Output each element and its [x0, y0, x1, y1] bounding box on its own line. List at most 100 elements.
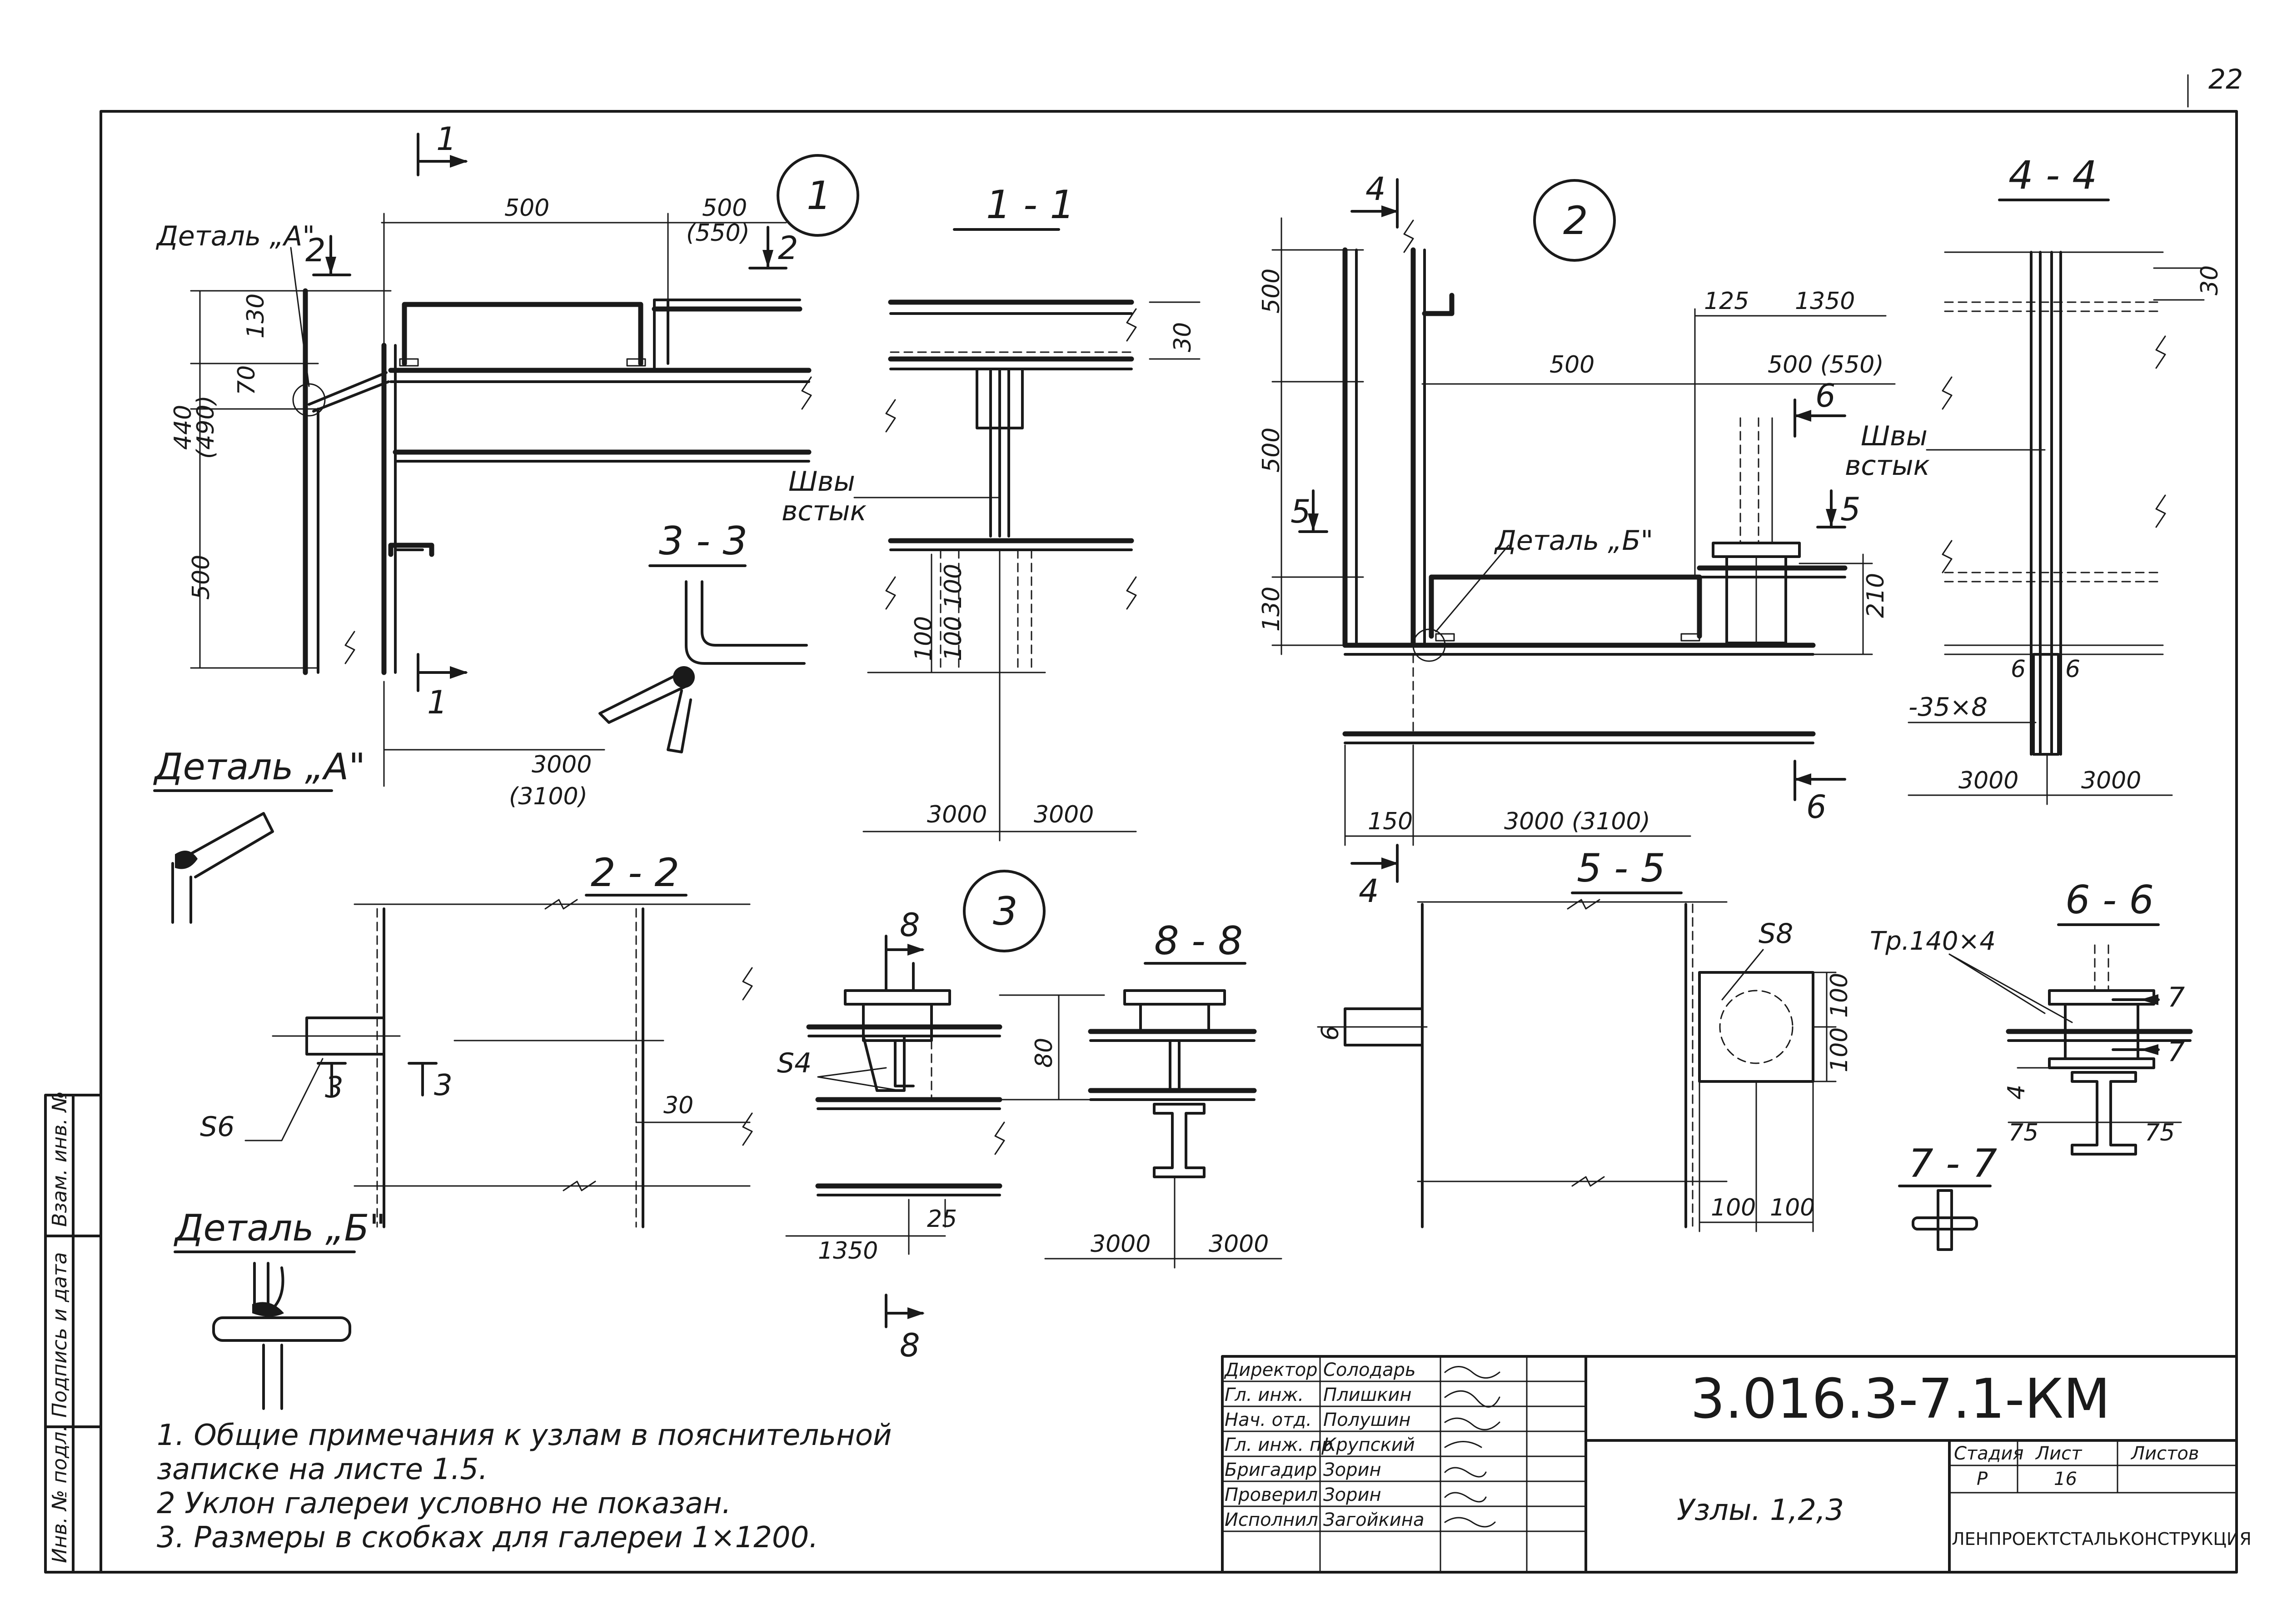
cut-marker-1-bottom: 1 [427, 684, 448, 721]
s44-dim-6-left: 6 [2011, 656, 2026, 683]
tb-stage-header: Стадия [1954, 1443, 2023, 1464]
s11-welds-2: встык [782, 495, 867, 527]
s22-label-s6: S6 [200, 1111, 234, 1143]
detail-a-title: Деталь „А" [153, 746, 365, 788]
node1-dim-500b: 500 [702, 194, 747, 222]
side-stamp: Взам. инв. № Подпись и дата Инв. № подл. [44, 1091, 102, 1574]
s55-dim-100-bottom: 100 [1826, 1027, 1853, 1072]
note-2: 2 Уклон галереи условно не показан. [157, 1487, 731, 1520]
note-3: 3. Размеры в скобках для галереи 1×1200. [157, 1521, 818, 1554]
tb-doc-code: 3.016.3-7.1-КМ [1690, 1368, 2110, 1431]
cut-marker-4-top: 4 [1365, 170, 1386, 208]
section-6-6: 6 - 6 Тр.140×4 7 7 4 75 75 [1870, 877, 2193, 1156]
cut-marker-6-top: 6 [1815, 377, 1836, 414]
section-8-8: 8 - 8 3000 3000 [1044, 918, 1282, 1269]
detail-a-view: Деталь „А" [153, 746, 365, 924]
node2-detail-b-label: Деталь „Б" [1494, 525, 1653, 557]
detail-b-view: Деталь „Б" [174, 1207, 386, 1410]
side-stamp-signature-date: Подпись и дата [48, 1252, 71, 1418]
cut-marker-4-bottom: 4 [1359, 872, 1379, 910]
node2-dim-500-top: 500 [1258, 269, 1285, 314]
section-2-2-title: 2 - 2 [591, 850, 679, 896]
node2-dim-1350: 1350 [1795, 288, 1855, 315]
cut-marker-6-bottom: 6 [1806, 788, 1827, 826]
node-3-circle [963, 870, 1046, 952]
tb-stage: Р [1977, 1469, 1988, 1489]
node2-dim-500: 500 [1550, 351, 1594, 379]
node1-dim-3100: (3100) [509, 783, 588, 810]
node-3-view: 3 8 8 S4 80 25 1350 [777, 870, 1105, 1364]
section-5-5-title: 5 - 5 [1577, 846, 1665, 891]
node-2-circle [1533, 179, 1616, 262]
section-1-1: 1 - 1 30 100 100 100 Швы встык 3 [782, 182, 1201, 842]
cut-marker-3-right: 3 [434, 1069, 453, 1102]
node3-dim-80: 80 [1031, 1038, 1058, 1068]
section-4-4: 4 - 4 30 Швы встык 6 6 -35×8 3000 3000 [1845, 153, 2223, 805]
section-2-2: 2 - 2 30 S6 3 3 [200, 850, 753, 1228]
s44-welds-2: встык [1845, 450, 1930, 482]
node1-dim-130: 130 [242, 294, 269, 339]
tb-role-6: Проверил [1225, 1485, 1318, 1505]
side-stamp-inv-no: Инв. № подл. [48, 1425, 71, 1563]
section-7-7: 7 - 7 [1898, 1141, 1997, 1251]
s22-dim-30: 30 [663, 1092, 693, 1119]
s44-plate: -35×8 [1908, 692, 1988, 722]
node-3-number: 3 [993, 889, 1018, 934]
node1-dim-500: 500 [504, 194, 549, 222]
tb-role-2: Гл. инж. [1225, 1385, 1304, 1405]
node3-dim-25: 25 [927, 1206, 957, 1233]
cut-marker-8-bottom: 8 [900, 1327, 920, 1364]
tb-sheet: 16 [2054, 1469, 2077, 1489]
s11-dim-100-b: 100 [940, 616, 967, 661]
node1-dim-500-left: 500 [188, 555, 215, 600]
node-1-circle [777, 154, 859, 237]
tb-name-4: Крупский [1323, 1435, 1415, 1455]
cut-marker-2-right: 2 [778, 229, 798, 267]
tb-organization: ЛЕНПРОЕКТСТАЛЬКОНСТРУКЦИЯ [1952, 1529, 2252, 1549]
cut-marker-5-right: 5 [1840, 491, 1861, 528]
node1-dim-440: 440 [169, 405, 197, 450]
tb-role-7: Исполнил [1225, 1509, 1318, 1530]
node-2-view: 2 4 4 5 5 6 6 [1258, 170, 1896, 910]
tb-name-7: Загойкина [1323, 1509, 1424, 1530]
s44-dim-30: 30 [2196, 265, 2223, 295]
s66-dim-4: 4 [2003, 1085, 2030, 1100]
cut-marker-7-bottom: 7 [2167, 1036, 2185, 1068]
detail-b-callout [1412, 628, 1446, 662]
cut-marker-5-left: 5 [1290, 493, 1311, 530]
section-8-8-title: 8 - 8 [1154, 918, 1243, 964]
tb-sheets-header: Листов [2130, 1443, 2199, 1464]
s11-dim-30: 30 [1169, 322, 1196, 352]
cut-marker-1-top: 1 [436, 120, 457, 158]
tb-name-3: Полушин [1323, 1410, 1411, 1430]
s88-dim-3000-left: 3000 [1091, 1230, 1151, 1258]
cut-marker-8-top: 8 [900, 907, 920, 944]
note-1: 1. Общие примечания к узлам в пояснитель… [157, 1419, 892, 1452]
s44-dim-6-right: 6 [2065, 656, 2080, 683]
s11-dim-3000-right: 3000 [1034, 801, 1094, 828]
tb-name-2: Плишкин [1323, 1385, 1412, 1405]
sheet-frame [100, 110, 2238, 1574]
section-3-3-title: 3 - 3 [659, 518, 747, 564]
signatures [1444, 1366, 1500, 1528]
node2-dim-500-mid: 500 [1258, 428, 1285, 473]
tb-sheet-header: Лист [2035, 1443, 2083, 1464]
s66-dim-75-right: 75 [2145, 1119, 2175, 1146]
node-1-view: 1 1 1 2 2 500 500 (550) 130 [155, 120, 859, 810]
s44-dim-3000-right: 3000 [2081, 767, 2141, 794]
node2-dim-3000-3100: 3000 (3100) [1504, 808, 1650, 835]
node2-dim-210: 210 [1862, 573, 1889, 618]
tb-role-4: Гл. инж. пр [1225, 1435, 1333, 1455]
section-5-5: 5 - 5 6 S8 100 100 100 100 [1317, 846, 1853, 1232]
tb-role-3: Нач. отд. [1225, 1410, 1312, 1430]
node1-dim-550: (550) [686, 219, 750, 247]
side-stamp-replaces-inv: Взам. инв. № [48, 1091, 71, 1227]
s55-dim-100-right: 100 [1770, 1194, 1815, 1221]
node2-dim-150: 150 [1368, 808, 1413, 835]
node1-dim-490: (490) [192, 395, 219, 459]
s55-label-s8: S8 [1759, 918, 1793, 950]
s11-dim-3000-left: 3000 [927, 801, 987, 828]
s55-dim-100-top: 100 [1826, 973, 1853, 1018]
node2-dim-125: 125 [1704, 288, 1749, 315]
